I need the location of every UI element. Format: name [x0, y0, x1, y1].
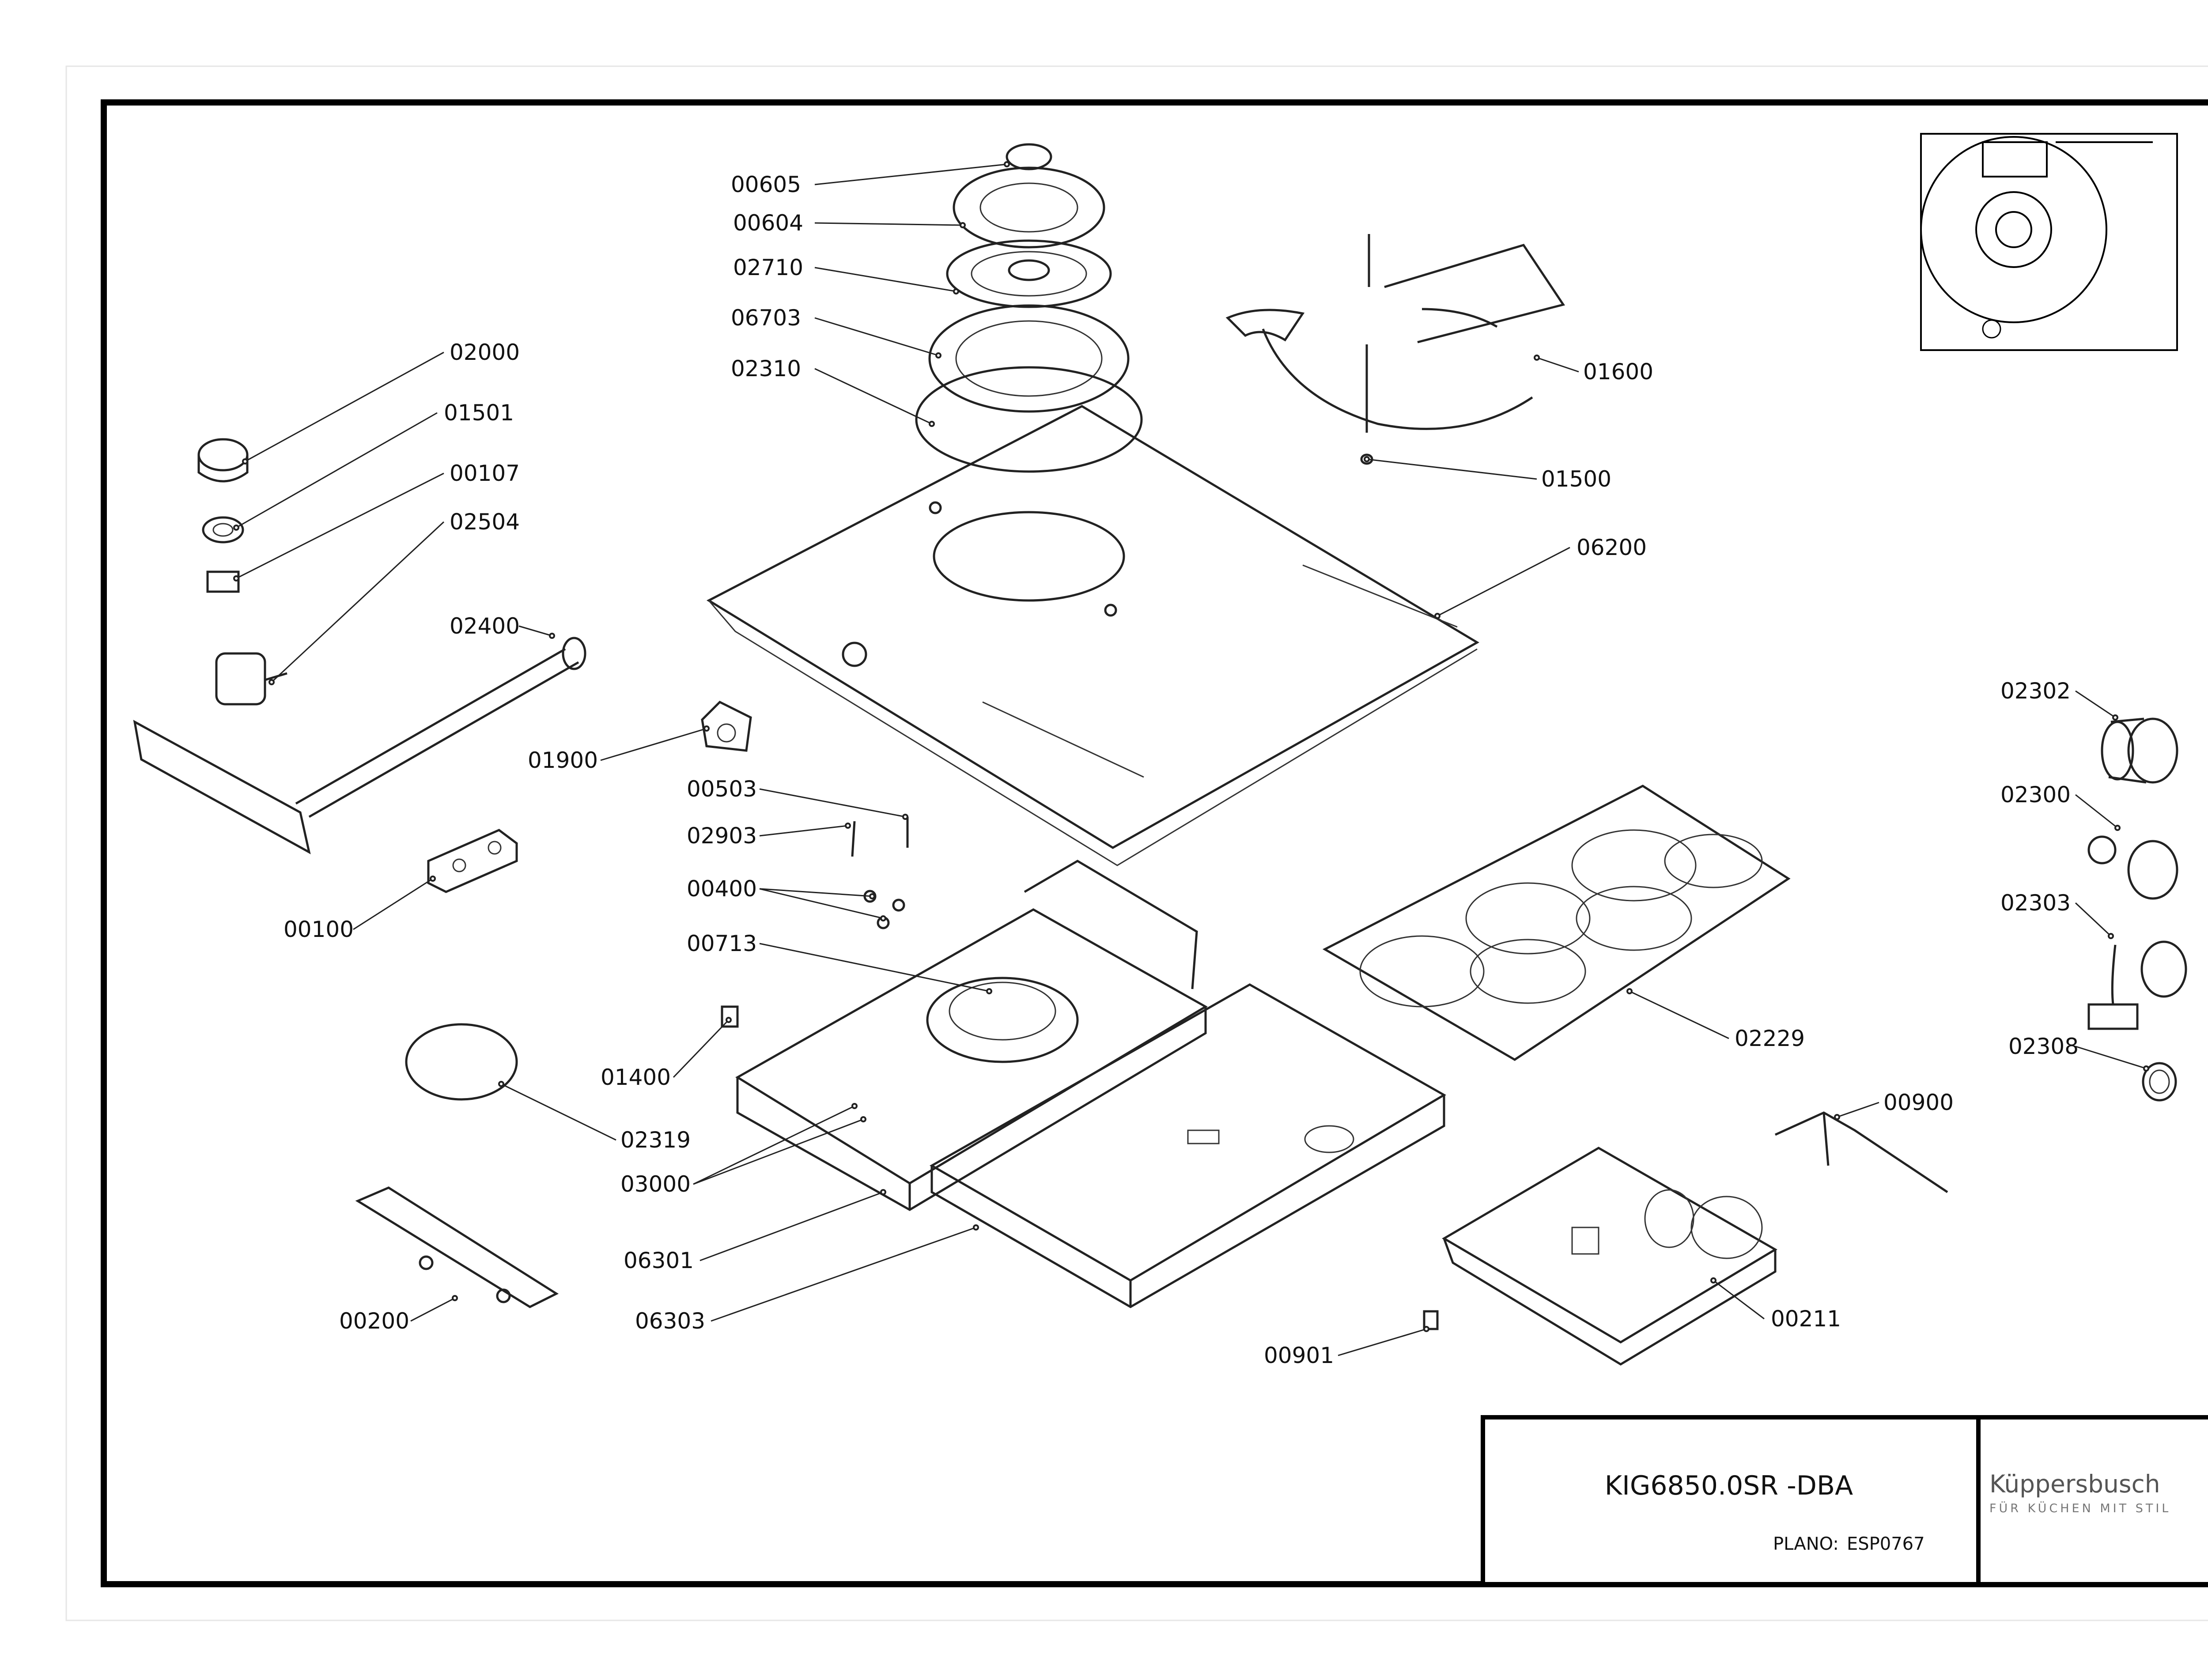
gas-connector — [427, 829, 518, 893]
power-board — [1442, 1147, 1777, 1366]
part-label-02303: 02303 — [2000, 890, 2071, 916]
part-label-00901: 00901 — [1264, 1343, 1334, 1368]
part-label-03000: 03000 — [620, 1171, 691, 1197]
clip — [721, 1005, 739, 1028]
part-label-02229: 02229 — [1735, 1026, 1805, 1051]
part-label-02300: 02300 — [2000, 782, 2071, 808]
plan-label: PLANO: — [1773, 1534, 1839, 1554]
pan-support — [1225, 234, 1565, 465]
control-board — [355, 1186, 559, 1308]
part-label-02302: 02302 — [2000, 678, 2071, 704]
part-label-02000: 02000 — [450, 340, 520, 365]
knob-and-valve — [197, 438, 287, 706]
burner-stack — [915, 143, 1143, 473]
part-label-06200: 06200 — [1577, 535, 1647, 560]
part-label-01400: 01400 — [601, 1065, 671, 1090]
glass-top — [706, 405, 1479, 866]
relay — [701, 700, 752, 752]
part-label-02710: 02710 — [733, 255, 803, 280]
leader-lines — [233, 161, 2149, 1356]
part-label-01500: 01500 — [1541, 466, 1611, 492]
drawing-border — [101, 99, 2208, 1587]
gas-tube — [133, 637, 586, 854]
part-label-00400: 00400 — [687, 876, 757, 902]
title-block: KIG6850.0SR -DBA PLANO: ESP0767 Küppersb… — [1481, 1415, 2208, 1586]
part-label-06703: 06703 — [731, 305, 801, 331]
part-label-00605: 00605 — [731, 172, 801, 197]
seal-ring — [405, 1023, 518, 1101]
part-label-00503: 00503 — [687, 776, 757, 802]
part-label-02903: 02903 — [687, 823, 757, 849]
part-label-00713: 00713 — [687, 931, 757, 956]
brand-logo: Küppersbusch — [1989, 1470, 2160, 1498]
model-number: KIG6850.0SR -DBA — [1605, 1470, 1853, 1501]
part-label-00200: 00200 — [339, 1308, 409, 1334]
part-label-06301: 06301 — [624, 1248, 694, 1273]
parts-illustration — [133, 133, 2187, 1366]
part-label-00107: 00107 — [450, 461, 520, 486]
gas-fittings — [2087, 717, 2187, 1102]
page-frame — [65, 65, 2208, 1621]
part-label-01900: 01900 — [528, 748, 598, 773]
part-label-01600: 01600 — [1583, 359, 1653, 385]
bracket — [1774, 1111, 1948, 1193]
part-label-00604: 00604 — [733, 210, 803, 236]
coil-carrier — [1322, 785, 1791, 1061]
brand-tagline: FÜR KÜCHEN MIT STIL — [1989, 1501, 2171, 1515]
hob-thumbnail — [1920, 133, 2178, 351]
part-label-00900: 00900 — [1883, 1090, 1954, 1115]
part-label-02310: 02310 — [731, 356, 801, 381]
plan-number: ESP0767 — [1847, 1534, 1925, 1554]
part-label-02308: 02308 — [2008, 1034, 2079, 1059]
part-label-00100: 00100 — [284, 917, 354, 942]
part-label-01501: 01501 — [444, 400, 514, 426]
part-labels: 00605 00604 02710 06703 02310 02000 0150… — [284, 172, 2079, 1368]
part-label-02400: 02400 — [450, 613, 520, 639]
small-clip — [1423, 1310, 1439, 1330]
housing — [735, 860, 1446, 1308]
part-label-00211: 00211 — [1771, 1306, 1841, 1332]
part-label-02319: 02319 — [620, 1127, 691, 1153]
part-label-02504: 02504 — [450, 509, 520, 535]
part-label-06303: 06303 — [635, 1308, 705, 1334]
electrodes — [851, 817, 909, 929]
